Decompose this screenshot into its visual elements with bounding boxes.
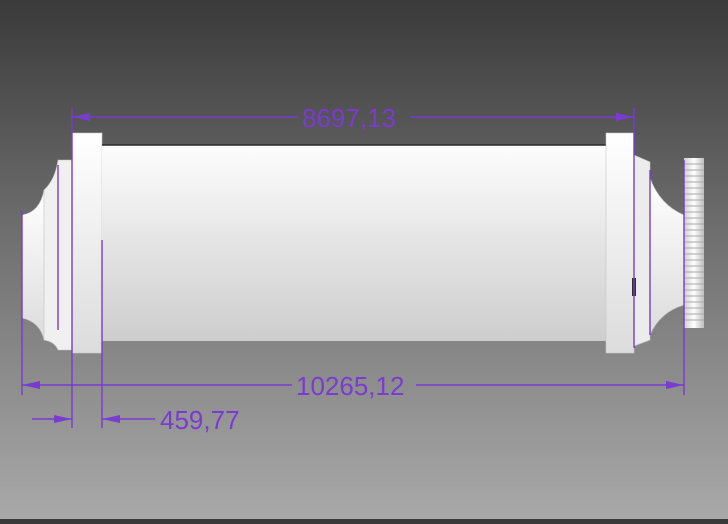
right-flange[interactable] — [605, 132, 635, 354]
left-shaft[interactable] — [21, 159, 73, 351]
dimension-flange-offset[interactable] — [32, 240, 155, 428]
dimension-overall-length[interactable] — [21, 160, 685, 395]
flange-offset-label[interactable]: 459,77 — [160, 405, 240, 435]
drum-body[interactable] — [102, 145, 606, 341]
drive-gear[interactable] — [684, 158, 704, 328]
overall-length-label[interactable]: 10265,12 — [296, 371, 405, 401]
dimension-drum-length[interactable] — [71, 108, 635, 428]
right-shaft[interactable] — [632, 154, 685, 347]
drum-length-label[interactable]: 8697,13 — [302, 103, 396, 133]
left-flange[interactable] — [71, 132, 103, 354]
